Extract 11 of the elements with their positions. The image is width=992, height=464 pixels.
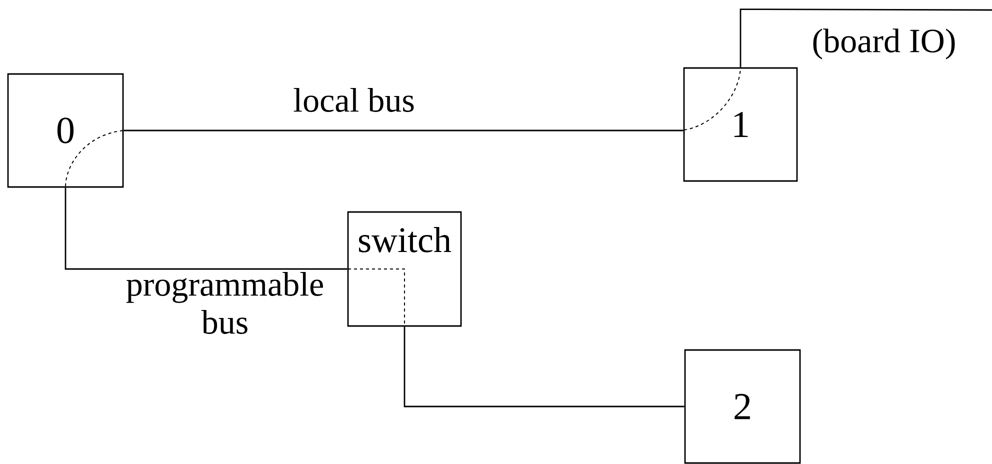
- numbered-box: 1: [683, 67, 798, 182]
- bus-line: [740, 8, 992, 68]
- edge-label: (board IO): [813, 28, 955, 60]
- edge-label: local bus: [294, 88, 414, 112]
- numbered-box: 0: [7, 73, 124, 188]
- switch-box: switch: [347, 211, 462, 327]
- numbered-box: 2: [684, 349, 801, 464]
- bus-line: [404, 326, 684, 408]
- edge-label: programmable bus: [126, 272, 323, 334]
- bus-line: [124, 130, 684, 132]
- bus-line: [64, 188, 348, 270]
